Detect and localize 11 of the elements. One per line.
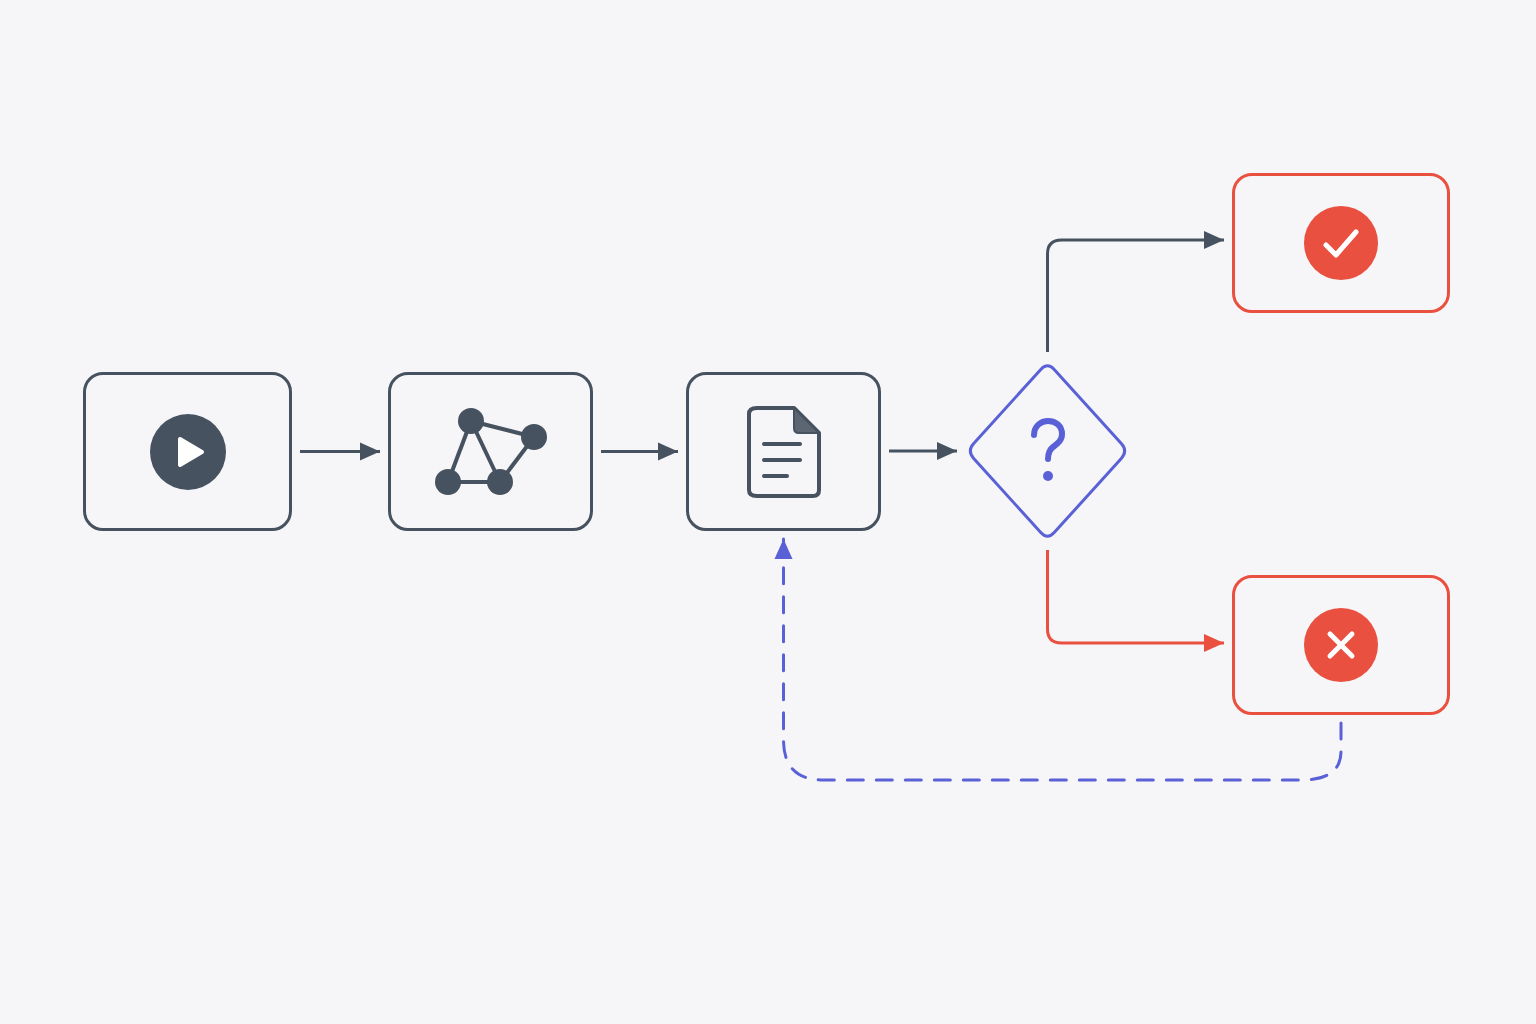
dashed-arrow <box>774 537 1343 782</box>
icon-box <box>83 372 292 531</box>
arrow <box>1046 550 1224 652</box>
icon-box <box>388 372 593 531</box>
arrow <box>889 442 957 460</box>
icon-box <box>1232 575 1450 715</box>
arrow <box>601 442 678 461</box>
arrow <box>1046 231 1224 352</box>
icon-box <box>1232 173 1450 313</box>
arrow <box>300 442 380 461</box>
icon-box <box>686 372 881 531</box>
